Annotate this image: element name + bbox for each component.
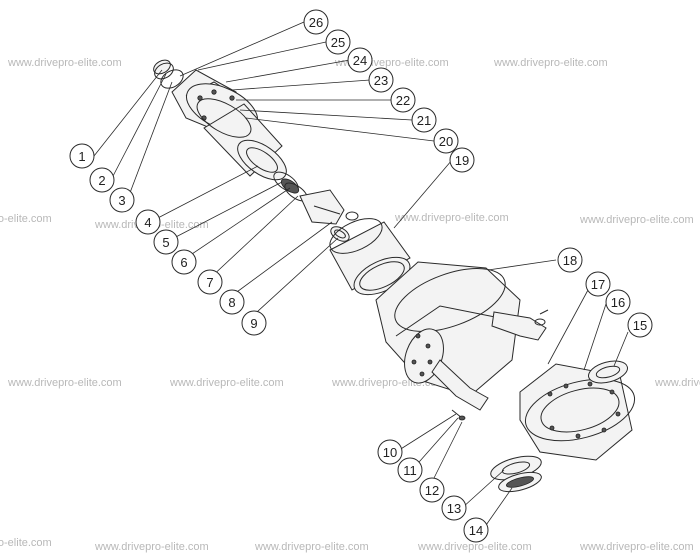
callout-label: 1	[78, 149, 85, 164]
callout-21: 21	[411, 107, 437, 133]
callout-label: 21	[417, 113, 431, 128]
callout-24: 24	[347, 47, 373, 73]
callout-12: 12	[419, 477, 445, 503]
callout-22: 22	[390, 87, 416, 113]
callout-label: 17	[591, 277, 605, 292]
callout-label: 7	[206, 275, 213, 290]
callout-1: 1	[69, 143, 95, 169]
planetary-assembly	[490, 360, 636, 493]
callout-label: 11	[403, 463, 417, 478]
callout-16: 16	[605, 289, 631, 315]
watermark-text: www.drivepro-elite.com	[654, 377, 700, 389]
callout-label: 4	[144, 215, 151, 230]
callout-20: 20	[433, 128, 459, 154]
upper-assembly	[153, 59, 359, 242]
watermark-text: www.drivepro-elite.com	[169, 377, 284, 389]
watermark-text: www.drivepro-elite.com	[0, 213, 52, 225]
watermark-text: www.drivepro-elite.com	[7, 377, 122, 389]
callout-17: 17	[585, 271, 611, 297]
callout-label: 26	[309, 15, 323, 30]
callout-label: 6	[180, 255, 187, 270]
callout-2: 2	[89, 167, 115, 193]
main-housing	[375, 261, 549, 421]
watermark-text: www.drivepro-elite.com	[7, 57, 122, 69]
callout-13: 13	[441, 495, 467, 521]
callout-9: 9	[241, 310, 267, 336]
callout-label: 23	[374, 73, 388, 88]
callout-25: 25	[325, 29, 351, 55]
watermark-text: www.drivepro-elite.com	[0, 537, 52, 549]
callout-label: 16	[611, 295, 625, 310]
watermark-text: www.drivepro-elite.com	[579, 214, 694, 226]
callout-label: 14	[469, 523, 483, 538]
watermark-text: www.drivepro-elite.com	[94, 541, 209, 553]
callout-label: 25	[331, 35, 345, 50]
callout-label: 19	[455, 153, 469, 168]
callout-18: 18	[557, 247, 583, 273]
callout-label: 12	[425, 483, 439, 498]
callout-26: 26	[303, 9, 329, 35]
callout-23: 23	[368, 67, 394, 93]
callout-label: 15	[633, 318, 647, 333]
watermark-layer: www.drivepro-elite.com www.drivepro-elit…	[0, 57, 700, 553]
callout-label: 20	[439, 134, 453, 149]
callout-label: 13	[447, 501, 461, 516]
callout-14: 14	[463, 517, 489, 543]
callout-label: 24	[353, 53, 367, 68]
callout-label: 10	[383, 445, 397, 460]
callout-8: 8	[219, 289, 245, 315]
callout-6: 6	[171, 249, 197, 275]
callout-19: 19	[449, 147, 475, 173]
watermark-text: www.drivepro-elite.com	[579, 541, 694, 553]
callout-5: 5	[153, 229, 179, 255]
watermark-text: www.drivepro-elite.com	[254, 541, 369, 553]
callout-label: 22	[396, 93, 410, 108]
callout-3: 3	[109, 187, 135, 213]
watermark-text: www.drivepro-elite.com	[417, 541, 532, 553]
callout-label: 8	[228, 295, 235, 310]
callout-15: 15	[627, 312, 653, 338]
watermark-text: www.drivepro-elite.com	[493, 57, 608, 69]
watermark-text: www.drivepro-elite.com	[394, 212, 509, 224]
callout-7: 7	[197, 269, 223, 295]
callout-label: 2	[98, 173, 105, 188]
callouts: 1 2 3 4 5 6 7 8 9 10 11 12 13 14 15 16 1…	[69, 9, 653, 543]
callout-4: 4	[135, 209, 161, 235]
callout-label: 3	[118, 193, 125, 208]
callout-label: 9	[250, 316, 257, 331]
callout-11: 11	[397, 457, 423, 483]
callout-label: 18	[563, 253, 577, 268]
callout-10: 10	[377, 439, 403, 465]
callout-label: 5	[162, 235, 169, 250]
